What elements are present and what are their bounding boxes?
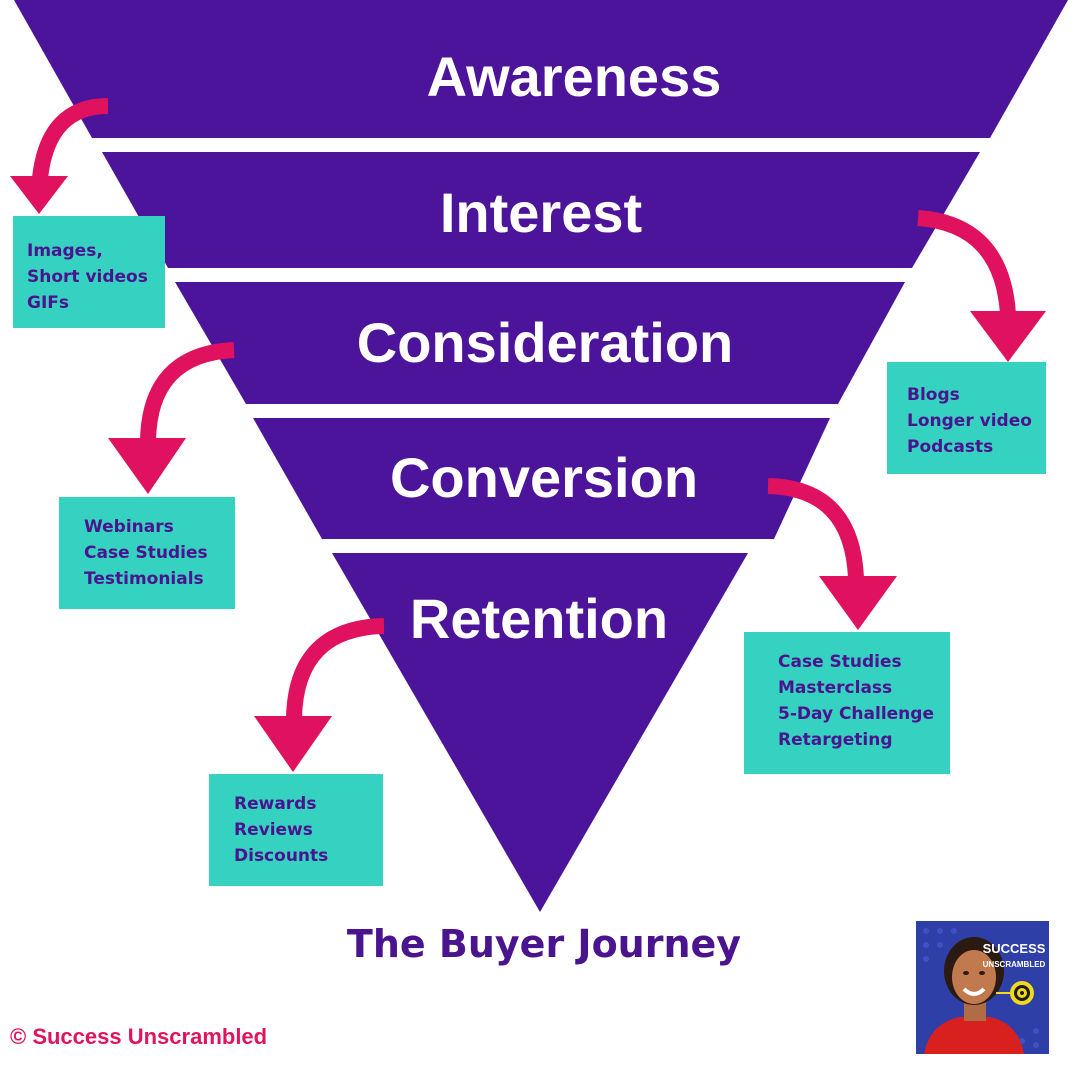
box-line: Short videos: [27, 267, 148, 287]
content-box-interest: Blogs Longer video Podcasts: [887, 362, 1046, 474]
arrow-consideration-icon: [108, 342, 235, 494]
arrow-awareness-icon: [10, 98, 109, 214]
arrow-conversion-icon: [767, 478, 897, 630]
box-line: Testimonials: [84, 569, 204, 589]
arrow-interest-icon: [917, 210, 1046, 362]
stage-label-conversion: Conversion: [390, 446, 698, 509]
logo-subtitle: UNSCRAMBLED: [983, 960, 1046, 969]
diagram-title: The Buyer Journey: [346, 922, 742, 966]
funnel-stage-interest: [102, 152, 980, 268]
box-line: GIFs: [27, 293, 70, 313]
box-line: Discounts: [234, 846, 329, 866]
funnel-stage-retention: [332, 553, 748, 912]
stage-label-consideration: Consideration: [357, 311, 733, 374]
content-box-consideration: Webinars Case Studies Testimonials: [59, 497, 235, 609]
box-line: Case Studies: [778, 652, 902, 672]
funnel-stage-awareness: [14, 0, 1068, 138]
logo-title: SUCCESS: [983, 941, 1046, 956]
funnel-stage-consideration: [175, 282, 905, 404]
podcast-logo-art: SUCCESS UNSCRAMBLED: [916, 921, 1049, 1054]
funnel-stage-conversion: [253, 418, 830, 539]
podcast-logo: SUCCESS UNSCRAMBLED: [916, 921, 1049, 1054]
box-line: Masterclass: [778, 678, 893, 698]
arrow-retention-icon: [254, 618, 385, 772]
content-box-awareness: Images, Short videos GIFs: [13, 216, 165, 328]
box-line: Case Studies: [84, 543, 208, 563]
box-line: Reviews: [234, 820, 313, 840]
box-line: Blogs: [907, 385, 960, 405]
box-line: 5-Day Challenge: [778, 704, 934, 724]
content-box-retention: Rewards Reviews Discounts: [209, 774, 383, 886]
stage-label-awareness: Awareness: [427, 45, 722, 108]
stage-label-retention: Retention: [410, 587, 668, 650]
content-box-conversion: Case Studies Masterclass 5-Day Challenge…: [744, 632, 950, 774]
box-line: Webinars: [84, 517, 174, 537]
box-line: Images,: [27, 241, 103, 261]
copyright-notice: © Success Unscrambled: [10, 1024, 268, 1049]
box-line: Retargeting: [778, 730, 893, 750]
box-line: Longer video: [907, 411, 1032, 431]
box-line: Podcasts: [907, 437, 994, 457]
stage-label-interest: Interest: [440, 181, 642, 244]
box-line: Rewards: [234, 794, 317, 814]
